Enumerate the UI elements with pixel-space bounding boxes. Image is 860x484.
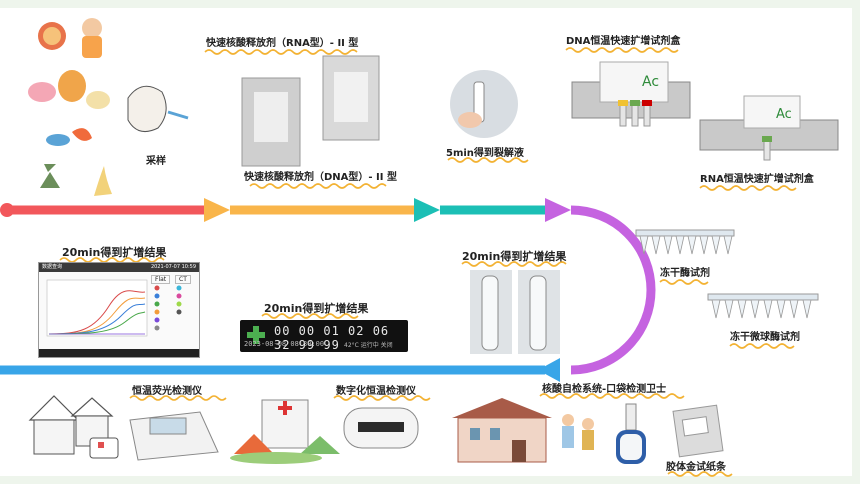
track-start-dot: [0, 203, 14, 217]
label-dna-release-agent: 快速核酸释放剂（DNA型）- II 型: [244, 172, 397, 183]
rna-kit-box: Ac: [699, 95, 839, 161]
underline-digital: [333, 395, 431, 401]
arrow-teal: [414, 198, 440, 222]
led-logo-icon: [247, 326, 265, 344]
sampling-illustration: [28, 18, 189, 196]
screen-nav-bar: [39, 349, 199, 357]
tab-flat[interactable]: Flat: [151, 275, 171, 284]
led-status: 42°C 运行中 关闭: [344, 342, 393, 349]
hospital-town-illustration: [28, 395, 119, 459]
underline-rna-kit: [699, 185, 797, 191]
label-digital: 数字化恒温检测仪: [336, 386, 416, 397]
field-hospital-illustration: [230, 399, 340, 464]
underline-result-a: [59, 257, 165, 263]
label-fluorescence: 恒温荧光检测仪: [132, 386, 202, 397]
track-arc: [570, 205, 656, 375]
arrow-orange: [204, 198, 230, 222]
label-result-a: 20min得到扩增结果: [62, 246, 167, 259]
enzyme-tube-strip: [635, 229, 735, 255]
tab-ct[interactable]: CT: [175, 275, 191, 284]
people-illustration: [562, 414, 594, 450]
screen-title: 数据查询: [42, 264, 63, 270]
label-rna-release-agent: 快速核酸释放剂（RNA型）- II 型: [206, 38, 359, 49]
label-enzyme: 冻干酶试剂: [660, 268, 710, 279]
led-digits: 00 00 01 02 06 32 99 99: [274, 324, 390, 352]
label-result-c: 20min得到扩增结果: [462, 250, 567, 263]
label-microsphere: 冻干微球酶试剂: [730, 332, 800, 343]
label-rna-kit: RNA恒温快速扩增试剂盒: [700, 174, 814, 185]
pocket-guard-device: [616, 403, 646, 464]
underline-fluorescence: [129, 395, 227, 401]
led-display: 00 00 01 02 06 32 99 99 2023-08-08 08:30…: [240, 320, 408, 352]
house-illustration: [452, 398, 552, 463]
underline-lysate: [447, 157, 529, 163]
arrow-purple: [545, 198, 571, 222]
underline-pocket: [539, 393, 685, 399]
label-pocket-guard: 核酸自检系统-口袋检测卫士: [542, 384, 667, 395]
gold-strip-pack: [672, 404, 724, 458]
label-dna-kit: DNA恒温快速扩增试剂盒: [566, 36, 681, 47]
svg-text:Ac: Ac: [776, 107, 792, 122]
screen-titlebar: 数据查询 2021-07-07 10:59: [39, 263, 199, 272]
underline-dna-agent: [249, 183, 387, 189]
label-lysate: 5min得到裂解液: [446, 148, 524, 159]
underline-microsphere: [729, 343, 795, 349]
underline-result-c: [461, 261, 567, 267]
underline-enzyme: [659, 279, 709, 285]
microsphere-tube-strip: [707, 293, 819, 319]
dna-kit-box: Ac: [571, 61, 691, 127]
label-gold-strip: 胶体金试纸条: [666, 462, 726, 473]
release-agent-bags: [241, 55, 380, 167]
underline-rna-agent: [204, 49, 358, 55]
screen-datetime: 2021-07-07 10:59: [150, 264, 196, 270]
arrow-blue: [538, 358, 560, 382]
lysate-photo: [450, 70, 518, 138]
diagram-card: [0, 8, 852, 476]
svg-text:Ac: Ac: [642, 74, 659, 90]
label-result-b: 20min得到扩增结果: [264, 302, 369, 315]
amplification-curves: [46, 279, 182, 337]
underline-result-b: [261, 313, 359, 319]
analyzer-screen: 数据查询 2021-07-07 10:59 Flat CT: [38, 262, 200, 358]
underline-gold: [667, 471, 733, 477]
result-tubes-photo: [470, 270, 560, 354]
fluorescence-instrument-device: [129, 411, 219, 461]
digital-instrument-device: [343, 407, 419, 449]
label-sampling: 采样: [146, 156, 166, 167]
underline-dna-kit: [565, 47, 679, 53]
led-datetime: 2023-08-08 08:30:00: [244, 340, 325, 348]
